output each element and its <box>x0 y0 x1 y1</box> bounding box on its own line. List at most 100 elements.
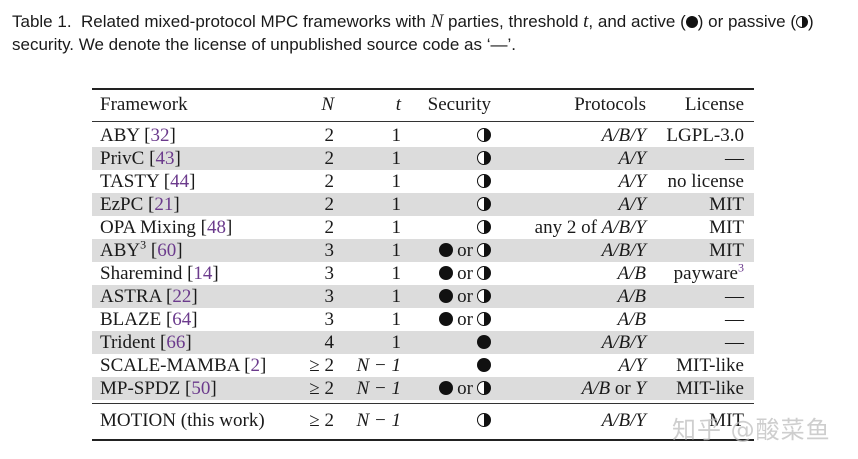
active-security-icon <box>477 335 491 349</box>
n-value: 2 <box>324 217 335 238</box>
t-value: N − 1 <box>356 355 402 376</box>
header-license: License <box>684 94 744 115</box>
citation-link[interactable]: [60] <box>150 240 183 261</box>
protocols-value: A/B/Y <box>601 410 646 431</box>
citation-link[interactable]: [43] <box>149 148 181 169</box>
protocols-value: A/Y <box>618 355 646 376</box>
n-value: 2 <box>324 125 335 146</box>
protocols-value: A/Y <box>618 194 646 215</box>
n-value: 2 <box>324 194 335 215</box>
passive-security-icon <box>477 128 491 142</box>
passive-security-icon <box>477 243 491 257</box>
t-value: 1 <box>391 171 402 192</box>
license-value: MIT <box>709 410 744 431</box>
license-value: MIT-like <box>676 355 744 376</box>
protocols-value: A/B <box>617 309 647 330</box>
security-value: or <box>401 308 491 331</box>
n-value: 2 <box>324 171 335 192</box>
framework-name: PrivC [43] <box>100 148 181 169</box>
framework-name: Sharemind [14] <box>100 263 219 284</box>
name-superscript: 3 <box>140 237 147 252</box>
header-security: Security <box>427 94 491 115</box>
active-security-icon <box>439 312 454 326</box>
t-value: 1 <box>391 286 402 307</box>
table-row: SCALE-MAMBA [2] ≥ 2 N − 1 A/Y MIT-like <box>92 354 754 377</box>
header-framework: Framework <box>100 94 188 115</box>
citation-link[interactable]: [32] <box>144 125 176 146</box>
top-rule <box>92 88 754 90</box>
citation-link[interactable]: [2] <box>244 355 267 376</box>
citation-link[interactable]: [48] <box>200 217 233 238</box>
header-protocols: Protocols <box>574 94 646 115</box>
passive-security-icon <box>477 174 491 188</box>
license-value: — <box>725 309 744 330</box>
n-value: 3 <box>324 286 335 307</box>
protocols-value: A/B <box>617 286 647 307</box>
framework-name: ABY [32] <box>100 125 176 146</box>
protocols-value: A/Y <box>618 148 646 169</box>
n-value: 4 <box>324 332 335 353</box>
protocols-value: any 2 of A/B/Y <box>534 217 646 238</box>
header-t: t <box>395 94 401 115</box>
header-rule <box>92 121 754 122</box>
security-value <box>401 124 491 147</box>
n-value: ≥ 2 <box>309 355 334 376</box>
framework-name: Trident [66] <box>100 332 192 353</box>
framework-name: TASTY [44] <box>100 171 196 192</box>
bottom-rule <box>92 439 754 441</box>
framework-name: ABY3 [60] <box>100 237 183 261</box>
t-value: N − 1 <box>356 378 402 399</box>
t-value: 1 <box>391 148 402 169</box>
t-value: 1 <box>391 125 402 146</box>
passive-security-icon <box>477 289 491 303</box>
citation-link[interactable]: [50] <box>185 378 217 399</box>
citation-link[interactable]: [14] <box>187 263 219 284</box>
security-value: or <box>401 239 491 262</box>
active-security-icon <box>439 243 454 257</box>
license-value: — <box>725 332 744 353</box>
n-value: ≥ 2 <box>309 410 334 431</box>
protocols-value: A/Y <box>618 171 646 192</box>
caption-line-1: Table 1. Related mixed-protocol MPC fram… <box>12 11 814 32</box>
n-value: 2 <box>324 148 335 169</box>
active-security-icon <box>685 16 698 28</box>
caption-label: Table 1. <box>12 12 72 31</box>
t-value: N − 1 <box>356 410 402 431</box>
caption-line-2: security. We denote the license of unpub… <box>12 35 516 54</box>
t-value: 1 <box>391 194 402 215</box>
security-value <box>401 170 491 193</box>
security-value <box>401 406 491 436</box>
citation-link[interactable]: [66] <box>160 332 192 353</box>
citation-link[interactable]: [64] <box>165 309 198 330</box>
table-row-motion: MOTION (this work) ≥ 2 N − 1 A/B/Y MIT <box>92 406 754 436</box>
table-caption: Table 1. Related mixed-protocol MPC fram… <box>12 10 852 56</box>
security-value <box>401 216 491 239</box>
license-value: LGPL-3.0 <box>666 125 744 146</box>
footnote-link[interactable]: 3 <box>738 260 744 275</box>
license-value: payware3 <box>673 260 744 284</box>
n-value: 3 <box>324 263 335 284</box>
active-security-icon <box>439 381 454 395</box>
framework-name: BLAZE [64] <box>100 309 198 330</box>
passive-security-icon <box>477 197 491 211</box>
citation-link[interactable]: [44] <box>163 171 196 192</box>
framework-name: SCALE-MAMBA [2] <box>100 355 267 376</box>
n-value: 3 <box>324 240 335 261</box>
protocols-value: A/B <box>617 263 647 284</box>
citation-link[interactable]: [22] <box>166 286 198 307</box>
passive-security-icon <box>796 16 808 28</box>
citation-link[interactable]: [21] <box>148 194 180 215</box>
n-value: ≥ 2 <box>309 378 334 399</box>
t-value: 1 <box>391 332 402 353</box>
n-value: 3 <box>324 309 335 330</box>
passive-security-icon <box>477 312 491 326</box>
header-n: N <box>321 94 334 115</box>
